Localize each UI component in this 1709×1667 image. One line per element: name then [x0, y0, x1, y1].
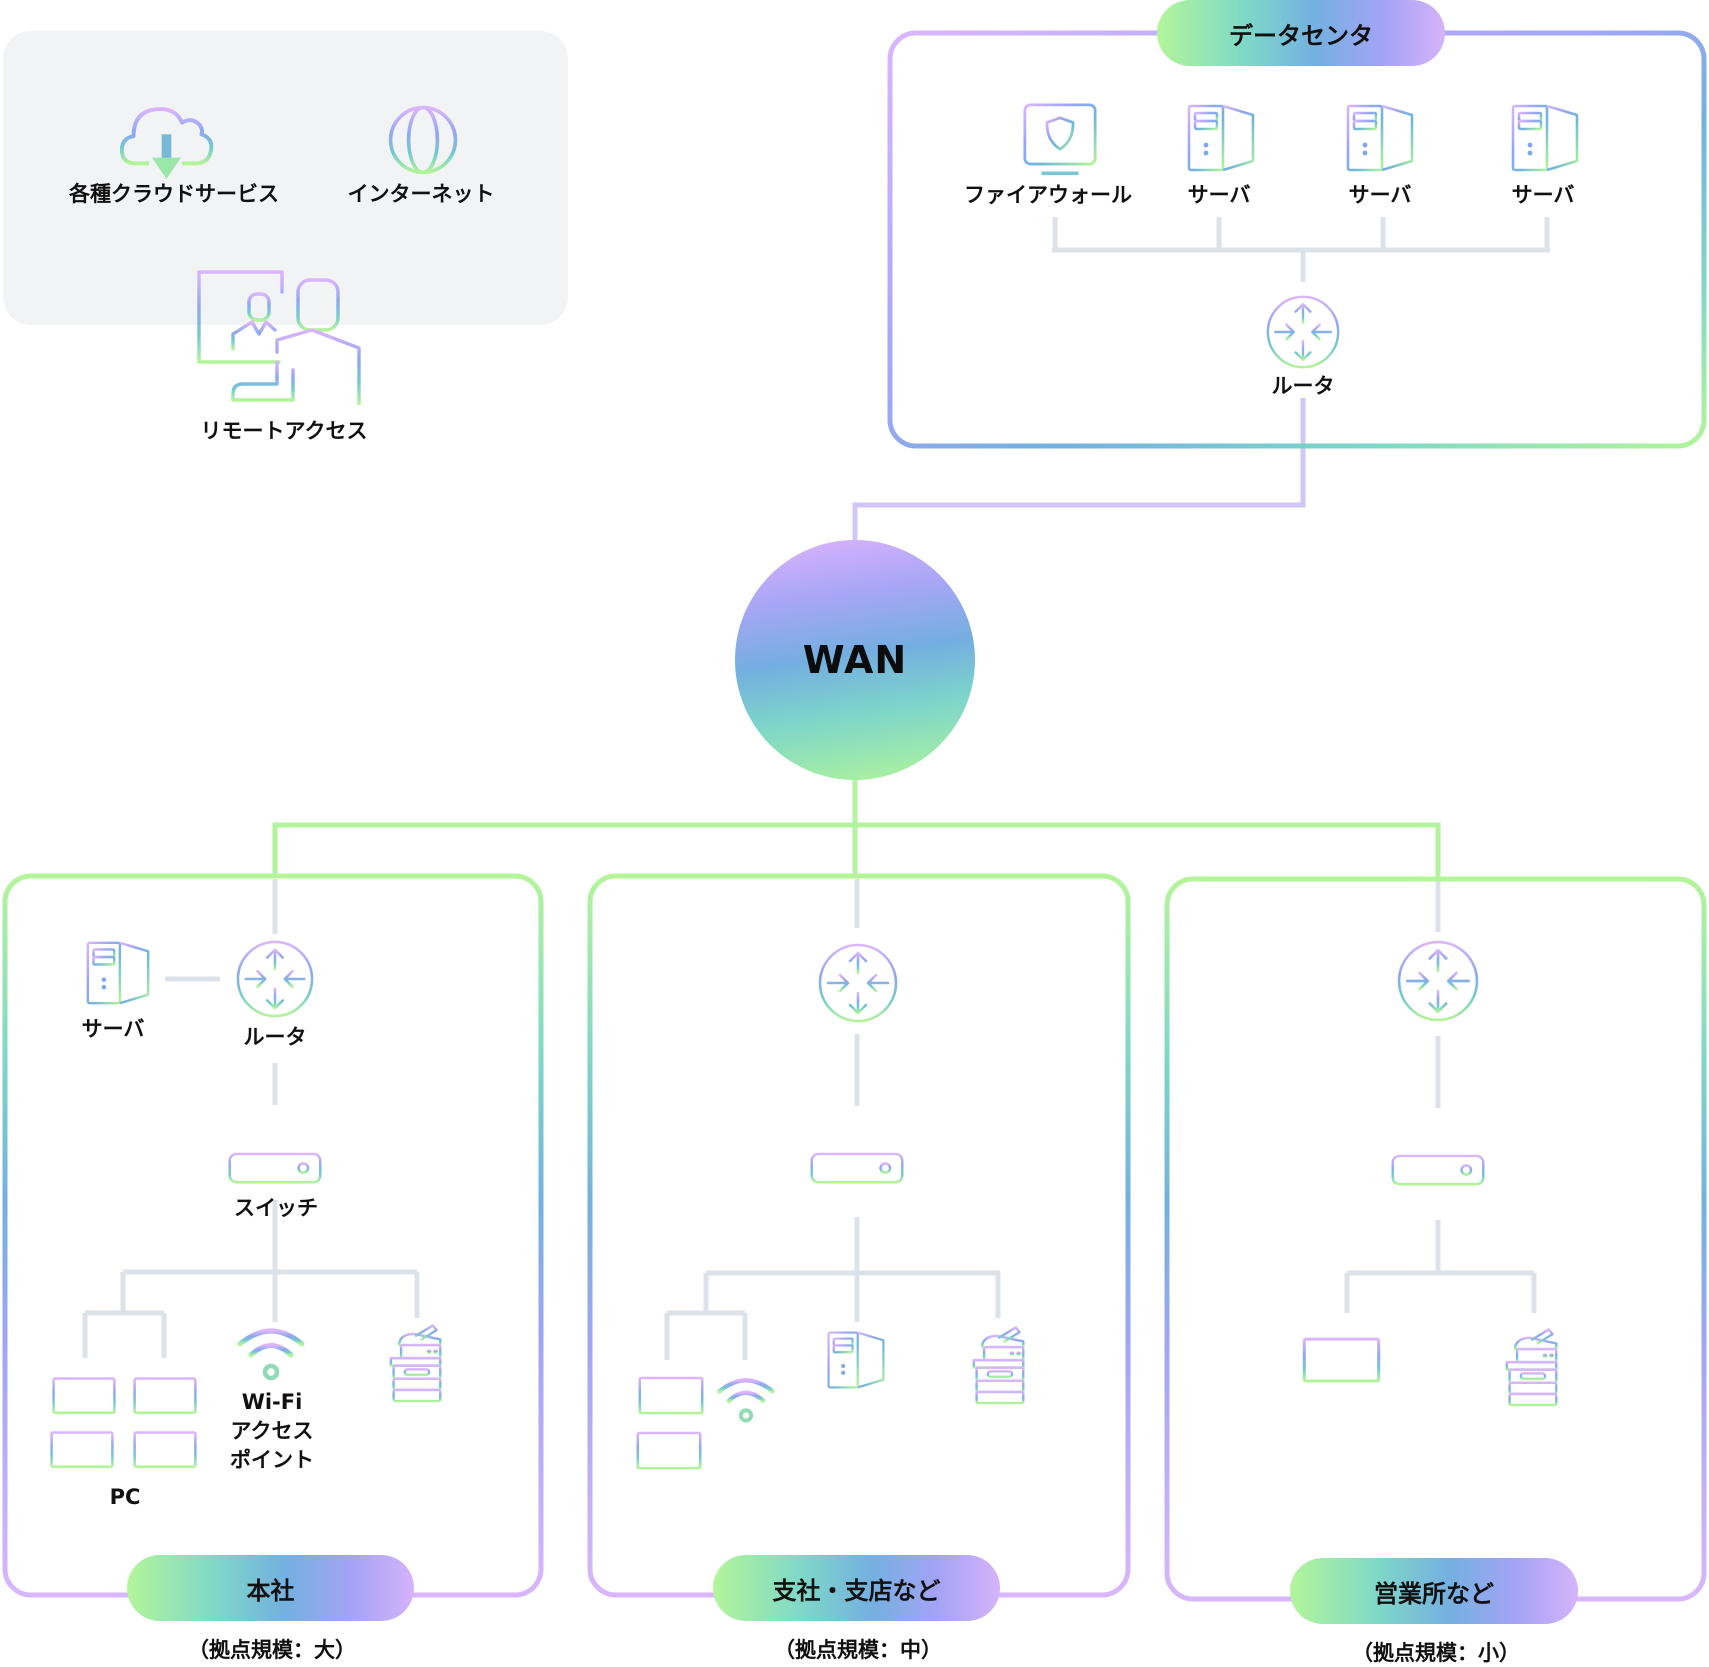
router-icon[interactable]	[1397, 940, 1479, 1022]
office-title-badge: 営業所など	[1290, 1558, 1578, 1624]
laptop-icon[interactable]	[127, 1376, 203, 1418]
laptop-icon[interactable]	[1296, 1339, 1387, 1384]
hq-server-label: サーバ	[81, 1017, 145, 1041]
switch-icon[interactable]	[228, 1120, 322, 1184]
router-icon[interactable]	[1266, 295, 1340, 369]
laptop-icon[interactable]	[630, 1431, 708, 1473]
dc-server-label-2: サーバ	[1348, 183, 1412, 207]
server-icon[interactable]	[86, 941, 150, 1005]
hq-wifi-label-line-2: アクセス	[230, 1419, 314, 1443]
internet-label: インターネット	[347, 182, 495, 206]
office-scale-label: （拠点規模：小）	[1352, 1641, 1520, 1665]
server-icon[interactable]	[1346, 104, 1414, 172]
laptop-icon[interactable]	[632, 1376, 710, 1418]
firewall-icon[interactable]	[1023, 103, 1097, 176]
hq-wifi-label-line-3: ポイント	[230, 1448, 314, 1472]
dc-server-label-3: サーバ	[1511, 183, 1575, 207]
office-title: 営業所など	[1374, 1579, 1494, 1608]
hq-router-label: ルータ	[243, 1025, 307, 1049]
hq-wifi-label: Wi-Fi アクセス ポイント	[217, 1388, 327, 1475]
hq-wifi-label-line-1: Wi-Fi	[241, 1390, 303, 1414]
router-icon[interactable]	[236, 940, 314, 1018]
laptop-icon[interactable]	[46, 1376, 122, 1418]
external-services-panel	[3, 31, 568, 325]
server-icon[interactable]	[1187, 104, 1255, 172]
wan-cloud[interactable]: WAN	[735, 540, 975, 780]
remote-access-icon[interactable]	[197, 270, 361, 405]
dc-backbone-link	[1052, 217, 1550, 282]
switch-icon[interactable]	[1391, 1122, 1485, 1186]
server-icon[interactable]	[1511, 104, 1579, 172]
remote-access-label: リモートアクセス	[200, 419, 368, 443]
office-links	[1344, 879, 1537, 1313]
wan-label: WAN	[802, 638, 908, 682]
hq-title: 本社	[246, 1576, 295, 1605]
wifi-icon[interactable]	[719, 1380, 772, 1420]
firewall-label: ファイアウォール	[964, 183, 1132, 207]
hq-scale-label: （拠点規模：大）	[188, 1638, 356, 1662]
branch-title: 支社・支店など	[772, 1576, 941, 1605]
printer-icon[interactable]	[1505, 1328, 1558, 1413]
cloud-download-icon[interactable]	[119, 107, 214, 181]
switch-icon[interactable]	[810, 1120, 904, 1184]
printer-icon[interactable]	[389, 1324, 442, 1409]
globe-icon[interactable]	[388, 105, 458, 175]
hq-pc-label: PC	[109, 1485, 141, 1509]
branch-links	[664, 879, 1001, 1360]
server-icon[interactable]	[827, 1331, 885, 1389]
laptop-icon[interactable]	[127, 1430, 203, 1472]
dc-to-wan-link	[852, 398, 1306, 540]
wifi-icon[interactable]	[240, 1331, 302, 1378]
datacenter-title: データセンタ	[1229, 21, 1373, 50]
hq-switch-label: スイッチ	[234, 1196, 318, 1220]
laptop-icon[interactable]	[44, 1430, 120, 1472]
wan-to-sites-link	[272, 780, 1441, 879]
dc-server-label-1: サーバ	[1187, 183, 1251, 207]
cloud-services-label: 各種クラウドサービス	[69, 182, 279, 206]
datacenter-title-badge: データセンタ	[1157, 0, 1445, 66]
hq-links	[82, 879, 420, 1358]
router-icon[interactable]	[818, 943, 898, 1023]
branch-scale-label: （拠点規模：中）	[774, 1638, 942, 1662]
dc-router-label: ルータ	[1271, 374, 1335, 398]
printer-icon[interactable]	[972, 1326, 1025, 1411]
hq-title-badge: 本社	[127, 1555, 414, 1621]
branch-title-badge: 支社・支店など	[713, 1555, 1000, 1621]
